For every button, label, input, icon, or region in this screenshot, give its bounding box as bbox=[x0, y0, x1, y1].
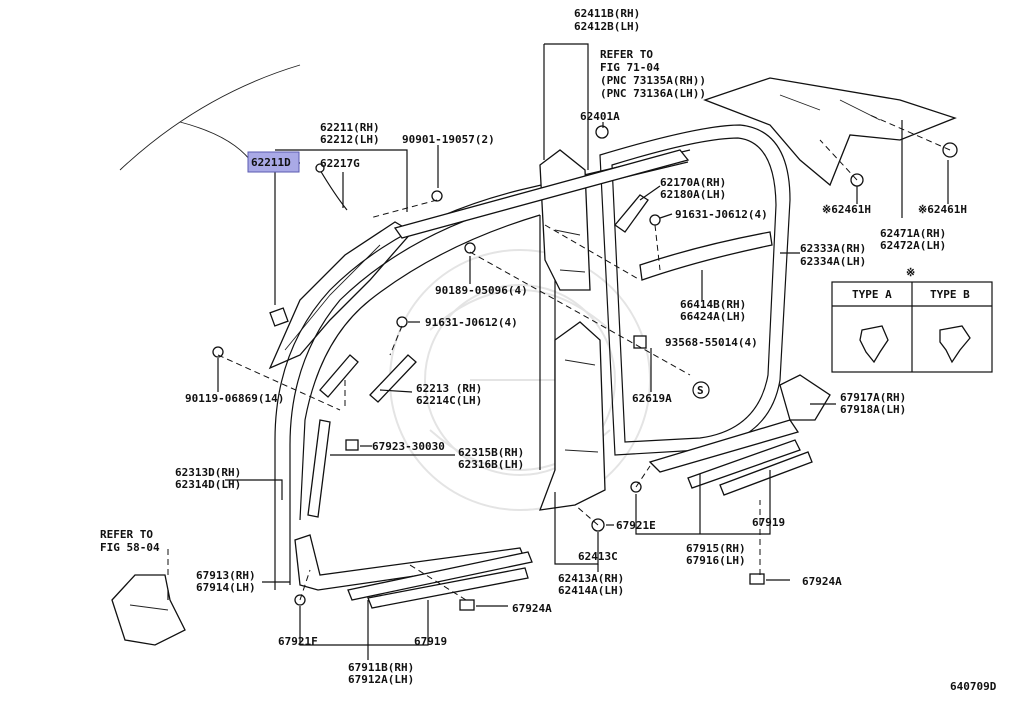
dashed-leaders bbox=[167, 114, 951, 601]
label-62461h-b[interactable]: ※62461H bbox=[918, 203, 967, 216]
label-66414b[interactable]: 66414B(RH) bbox=[680, 298, 746, 311]
label-67921e[interactable]: 67921E bbox=[616, 519, 656, 532]
label-62619a[interactable]: 62619A bbox=[632, 392, 672, 405]
package-tray bbox=[703, 77, 957, 187]
type-b-label: TYPE B bbox=[930, 288, 970, 301]
label-62334a[interactable]: 62334A(LH) bbox=[800, 255, 866, 268]
label-62412b[interactable]: 62412B(LH) bbox=[574, 20, 640, 33]
label-67914[interactable]: 67914(LH) bbox=[196, 581, 256, 594]
legend-note-mark: ※ bbox=[906, 266, 915, 279]
label-67911b[interactable]: 67911B(RH) bbox=[348, 661, 414, 674]
label-62217g[interactable]: 62217G bbox=[320, 157, 360, 170]
label-91631-j0612-mid[interactable]: 91631-J0612(4) bbox=[425, 316, 518, 329]
assist-grip bbox=[639, 231, 773, 281]
type-a-label: TYPE A bbox=[852, 288, 892, 301]
label-62214c[interactable]: 62214C(LH) bbox=[416, 394, 482, 407]
label-62413c[interactable]: 62413C bbox=[578, 550, 618, 563]
cowl-side-trim bbox=[111, 574, 186, 646]
refer-fig-71-line1: REFER TO bbox=[600, 48, 653, 61]
label-90901-19057[interactable]: 90901-19057(2) bbox=[402, 133, 495, 146]
label-67915[interactable]: 67915(RH) bbox=[686, 542, 746, 555]
body-outline bbox=[119, 64, 301, 171]
highlight-box bbox=[247, 151, 300, 173]
label-67916[interactable]: 67916(LH) bbox=[686, 554, 746, 567]
label-90189-05096[interactable]: 90189-05096(4) bbox=[435, 284, 528, 297]
label-62316b[interactable]: 62316B(LH) bbox=[458, 458, 524, 471]
refer-fig-58-line2[interactable]: FIG 58-04 bbox=[100, 541, 160, 554]
label-67913[interactable]: 67913(RH) bbox=[196, 569, 256, 582]
label-62315b[interactable]: 62315B(RH) bbox=[458, 446, 524, 459]
clip-type-b-icon bbox=[939, 325, 971, 364]
diagram-id: 640709D bbox=[950, 680, 997, 693]
label-62212[interactable]: 62212(LH) bbox=[320, 133, 380, 146]
label-67924a-right[interactable]: 67924A bbox=[802, 575, 842, 588]
refer-fig-71-line2[interactable]: FIG 71-04 bbox=[600, 61, 660, 74]
label-67921f[interactable]: 67921F bbox=[278, 635, 318, 648]
label-62413a[interactable]: 62413A(RH) bbox=[558, 572, 624, 585]
rear-scuff-plates bbox=[648, 374, 831, 496]
label-67919-right[interactable]: 67919 bbox=[752, 516, 785, 529]
label-62314d[interactable]: 62314D(LH) bbox=[175, 478, 241, 491]
type-legend: TYPE A TYPE B ※ bbox=[831, 266, 993, 373]
label-62333a[interactable]: 62333A(RH) bbox=[800, 242, 866, 255]
label-62461h-a[interactable]: ※62461H bbox=[822, 203, 871, 216]
label-62180a[interactable]: 62180A(LH) bbox=[660, 188, 726, 201]
label-62170a[interactable]: 62170A(RH) bbox=[660, 176, 726, 189]
label-67919-left[interactable]: 67919 bbox=[414, 635, 447, 648]
label-62414a[interactable]: 62414A(LH) bbox=[558, 584, 624, 597]
b-pillar-lower bbox=[539, 321, 606, 511]
label-91631-j0612-top[interactable]: 91631-J0612(4) bbox=[675, 208, 768, 221]
label-62211[interactable]: 62211(RH) bbox=[320, 121, 380, 134]
label-62211d[interactable]: 62211D bbox=[251, 156, 291, 169]
label-67917a[interactable]: 67917A(RH) bbox=[840, 391, 906, 404]
refer-fig-71-line3: (PNC 73135A(RH)) bbox=[600, 74, 706, 87]
a-pillar-trim bbox=[268, 221, 414, 370]
s-callout-label: S bbox=[697, 384, 704, 397]
label-62472a[interactable]: 62472A(LH) bbox=[880, 239, 946, 252]
label-62401a[interactable]: 62401A bbox=[580, 110, 620, 123]
label-93568-55014[interactable]: 93568-55014(4) bbox=[665, 336, 758, 349]
roof-side-garnish bbox=[393, 149, 690, 239]
label-67923-30030[interactable]: 67923-30030 bbox=[372, 440, 445, 453]
label-67924a-left[interactable]: 67924A bbox=[512, 602, 552, 615]
front-scuff-plates bbox=[294, 534, 533, 609]
label-62213[interactable]: 62213 (RH) bbox=[416, 382, 482, 395]
refer-fig-71-line4: (PNC 73136A(LH)) bbox=[600, 87, 706, 100]
refer-fig-58-line1: REFER TO bbox=[100, 528, 153, 541]
clip-type-a-icon bbox=[859, 325, 889, 364]
label-67912a[interactable]: 67912A(LH) bbox=[348, 673, 414, 686]
s-callout-circle bbox=[692, 381, 710, 399]
b-pillar-upper bbox=[539, 149, 591, 291]
label-62411b[interactable]: 62411B(RH) bbox=[574, 7, 640, 20]
label-62471a[interactable]: 62471A(RH) bbox=[880, 227, 946, 240]
label-67918a[interactable]: 67918A(LH) bbox=[840, 403, 906, 416]
label-90119-06869[interactable]: 90119-06869(14) bbox=[185, 392, 284, 405]
label-66424a[interactable]: 66424A(LH) bbox=[680, 310, 746, 323]
part-labels: 62411B(RH) 62412B(LH) REFER TO FIG 71-04… bbox=[100, 7, 997, 693]
label-62313d[interactable]: 62313D(RH) bbox=[175, 466, 241, 479]
